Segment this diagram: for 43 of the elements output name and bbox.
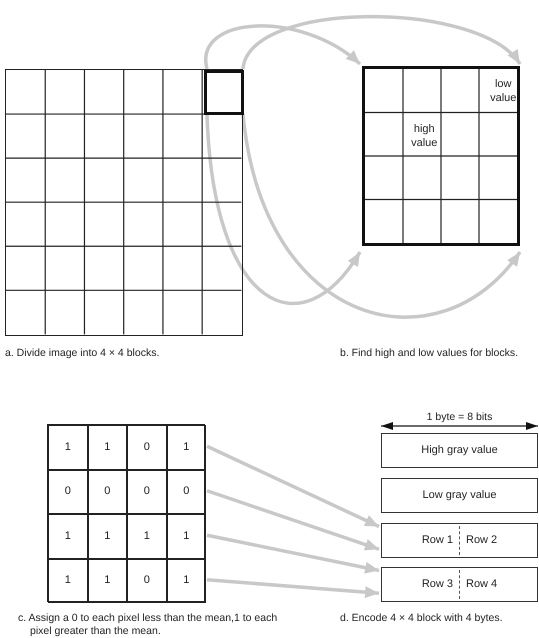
- arrow: [206, 444, 380, 528]
- arrow: [206, 578, 380, 598]
- field-label: Row 2: [465, 534, 498, 548]
- value-cell: high value: [404, 114, 444, 159]
- bit-cell: 0: [127, 470, 166, 514]
- bit-cell: 1: [48, 558, 88, 603]
- pixel-grid: [5, 69, 243, 336]
- highlighted-block: [204, 70, 244, 115]
- caption: c. Assign a 0 to each pixel less than the mean,1 to each pixel greater than the mean.: [18, 612, 278, 638]
- bit-cell: 1: [166, 425, 206, 470]
- field-label: Row 3: [420, 578, 454, 592]
- bit-cell: 0: [127, 425, 166, 470]
- curved-arrow: [204, 24, 362, 70]
- caption: d. Encode 4 × 4 block with 4 bytes.: [340, 612, 504, 626]
- caption: b. Find high and low values for blocks.: [340, 347, 520, 360]
- field-label: Row 1: [420, 534, 454, 548]
- curved-arrow: [205, 114, 362, 306]
- bit-cell: 1: [88, 558, 127, 603]
- bit-cell: 1: [127, 514, 166, 558]
- bit-cell: 0: [48, 470, 88, 514]
- bit-cell: 1: [48, 425, 88, 470]
- caption: a. Divide image into 4 × 4 blocks.: [5, 347, 160, 360]
- field-label: Row 4: [465, 578, 498, 592]
- pixel-grid: [47, 424, 205, 602]
- bit-cell: 0: [166, 470, 206, 514]
- bit-cell: 1: [88, 425, 127, 470]
- arrow: [206, 534, 380, 574]
- bit-cell: 1: [48, 514, 88, 558]
- bit-cell: 1: [166, 558, 206, 603]
- dimension-label: 1 byte = 8 bits: [426, 411, 494, 424]
- bit-cell: 0: [127, 558, 166, 603]
- bit-cell: 1: [166, 514, 206, 558]
- arrow: [206, 489, 380, 551]
- field-box: [381, 523, 538, 558]
- field-box: High gray value: [381, 433, 538, 468]
- curved-arrow: [241, 14, 522, 70]
- curved-arrow: [241, 114, 522, 318]
- bit-cell: 0: [88, 470, 127, 514]
- bit-cell: 1: [88, 514, 127, 558]
- field-box: [381, 567, 538, 602]
- pixel-grid: [362, 66, 520, 246]
- value-cell: low value: [484, 69, 523, 114]
- field-box: Low gray value: [381, 478, 538, 513]
